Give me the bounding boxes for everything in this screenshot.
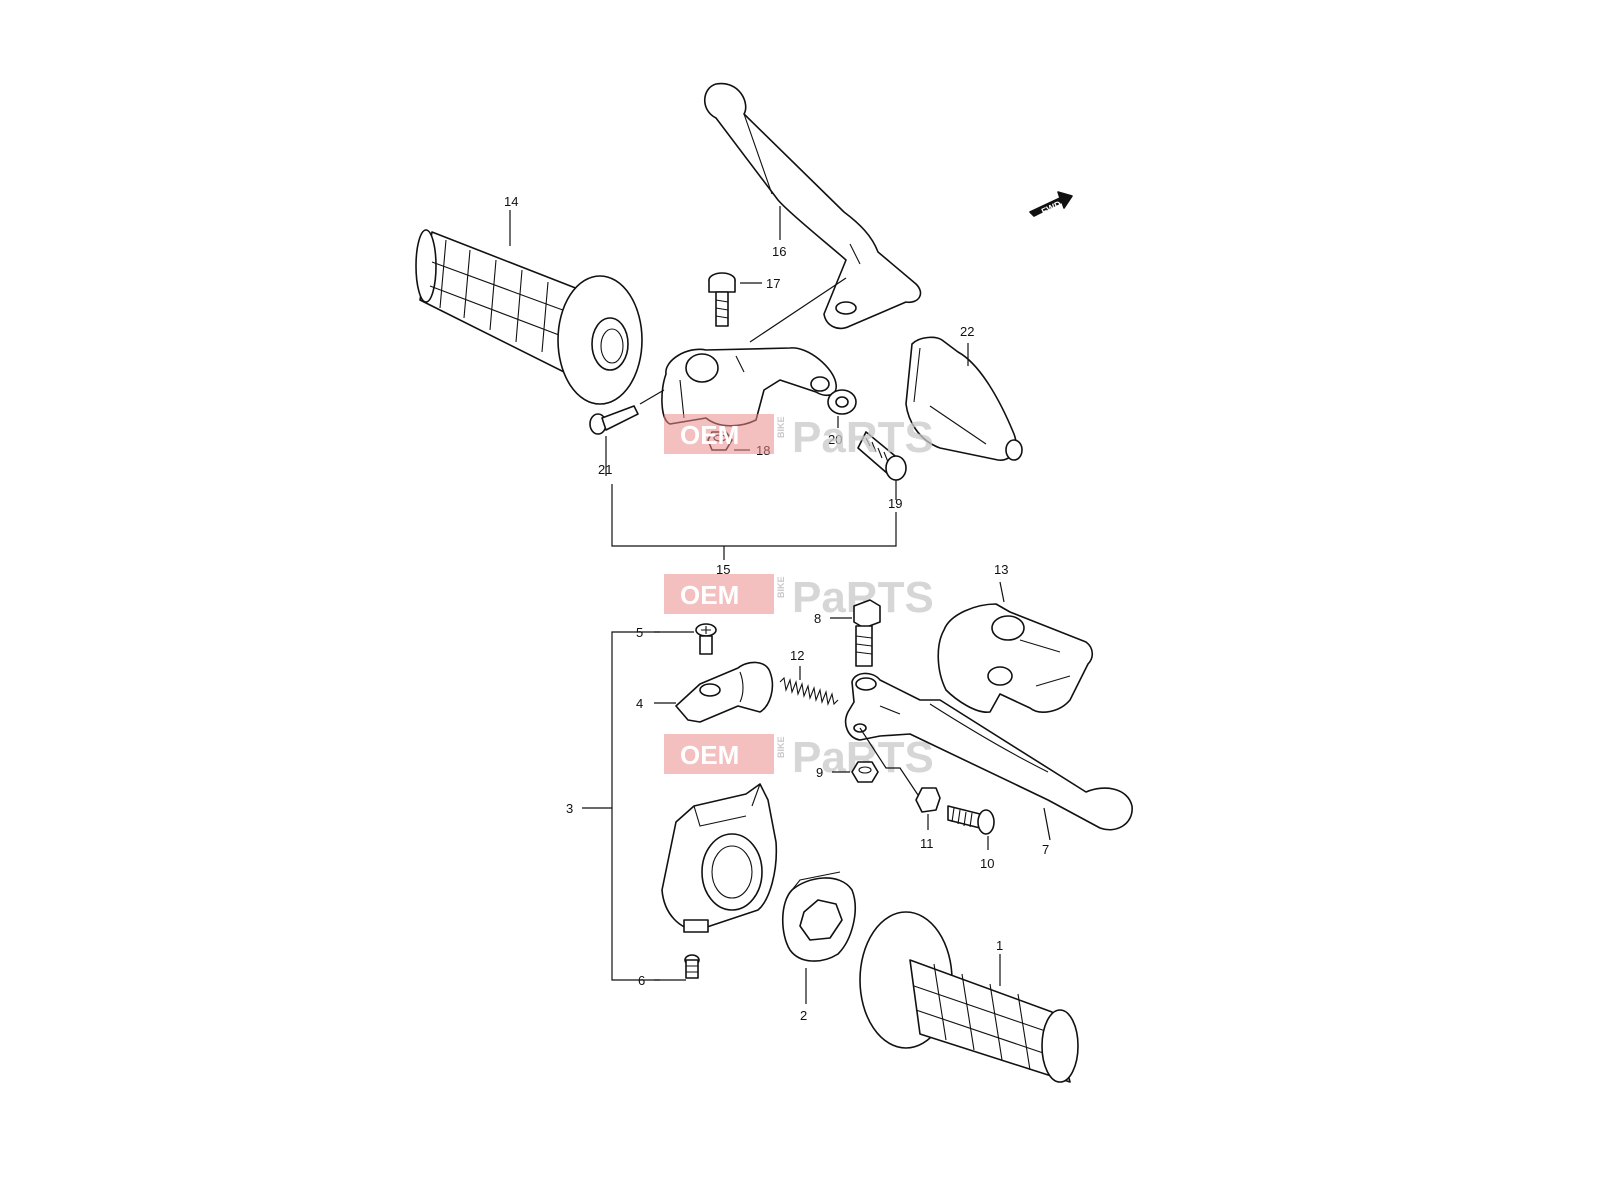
screw-5-part[interactable] — [695, 623, 717, 655]
callout-2: 2 — [800, 1008, 807, 1023]
throttle-guide-2-part[interactable] — [781, 871, 856, 962]
callout-14: 14 — [504, 194, 518, 209]
callout-17: 17 — [766, 276, 780, 291]
adjuster-19-part[interactable] — [857, 431, 907, 481]
watermark-logo-2: OEM BIKE PaRTS — [664, 573, 934, 622]
callout-9: 9 — [816, 765, 823, 780]
nut-11-part[interactable] — [915, 787, 941, 813]
nut-9-part[interactable] — [851, 761, 879, 783]
bolt-10-part[interactable] — [947, 805, 995, 835]
screw-21-part[interactable] — [589, 405, 639, 435]
callout-7: 7 — [1042, 842, 1049, 857]
callout-5: 5 — [636, 625, 643, 640]
pivot-bolt-8-part[interactable] — [853, 599, 881, 667]
fwd-arrow-icon: FWD — [1029, 191, 1073, 217]
callout-3: 3 — [566, 801, 573, 816]
assembly-bracket-3 — [582, 631, 660, 981]
watermark-logo-1: OEM BIKE PaRTS — [664, 413, 934, 462]
watermark-brand-left: OEM — [680, 420, 739, 450]
watermark-brand-right: PaRTS — [792, 413, 934, 462]
pivot-bolt-17-part[interactable] — [708, 272, 736, 327]
left-grip-part[interactable] — [415, 229, 643, 405]
watermark-brand-small: BIKE — [776, 576, 786, 598]
callout-20: 20 — [828, 432, 842, 447]
screw-6-part[interactable] — [684, 954, 700, 979]
brake-lever-part[interactable] — [844, 672, 1133, 831]
callout-10: 10 — [980, 856, 994, 871]
throttle-grip-part[interactable] — [859, 911, 1079, 1083]
lock-nut-20-part[interactable] — [827, 389, 857, 415]
callout-22: 22 — [960, 324, 974, 339]
spring-12-part[interactable] — [779, 676, 839, 707]
callout-15: 15 — [716, 562, 730, 577]
callout-12: 12 — [790, 648, 804, 663]
assembly-bracket-15 — [611, 484, 897, 560]
watermark-brand-small: BIKE — [776, 736, 786, 758]
callout-4: 4 — [636, 696, 643, 711]
callout-16: 16 — [772, 244, 786, 259]
lever-cover-part[interactable] — [905, 336, 1023, 461]
callout-19: 19 — [888, 496, 902, 511]
callout-6: 6 — [638, 973, 645, 988]
callout-11: 11 — [920, 836, 934, 851]
callout-21: 21 — [598, 462, 612, 477]
watermark-brand-left: OEM — [680, 580, 739, 610]
clutch-lever-part[interactable] — [703, 82, 922, 330]
switch-housing-part[interactable] — [661, 783, 778, 933]
callout-8: 8 — [814, 611, 821, 626]
watermark-brand-small: BIKE — [776, 416, 786, 438]
watermark-brand-left: OEM — [680, 740, 739, 770]
watermark-logo-3: OEM BIKE PaRTS — [664, 733, 934, 782]
callout-1: 1 — [996, 938, 1003, 953]
clamp-4-part[interactable] — [675, 661, 774, 723]
lever-cover-13-part[interactable] — [937, 603, 1094, 713]
callout-13: 13 — [994, 562, 1008, 577]
